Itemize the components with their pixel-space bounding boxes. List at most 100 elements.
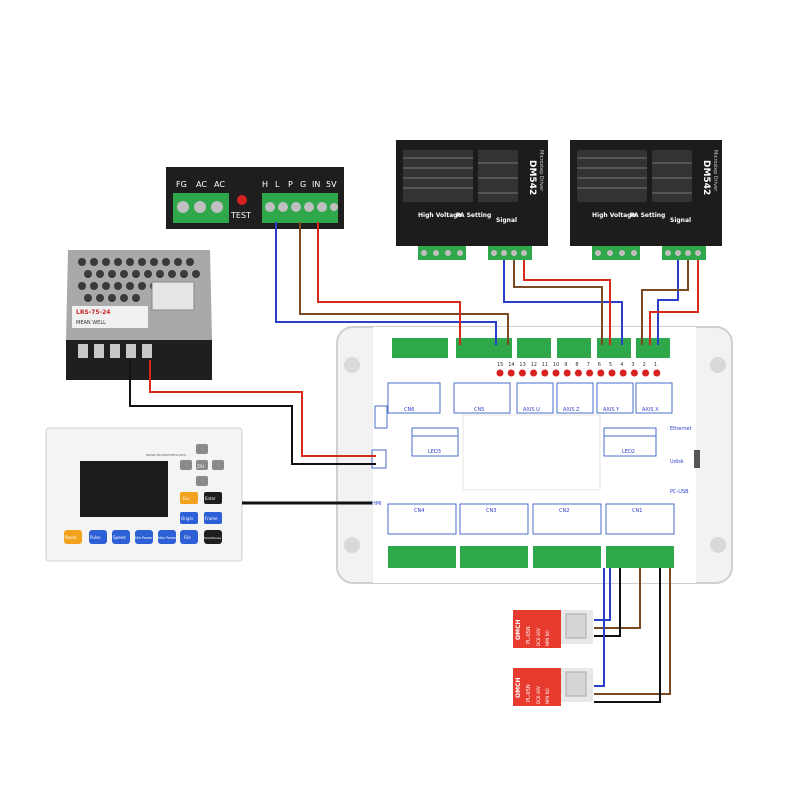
sensor1-line2: NPN NO xyxy=(545,630,550,646)
stepper-driver-1: DM542 Microstep Driver High Voltage PA S… xyxy=(396,140,548,260)
wire-s1-blue xyxy=(594,568,611,621)
driver1-brand: Microstep Driver xyxy=(538,150,544,192)
zu-button[interactable] xyxy=(196,460,208,470)
driver2-pa-label: PA Setting xyxy=(630,212,665,219)
label-cn3: CN3 xyxy=(486,508,496,514)
driver2-signal-label: Signal xyxy=(670,217,691,224)
sensor2-brand: OMCH xyxy=(515,678,522,699)
label-axis-y: AXIS Y xyxy=(603,407,620,413)
wire-d2-red xyxy=(649,260,699,345)
label-led2: LED2 xyxy=(622,449,635,455)
label-axis-x: AXIS X xyxy=(642,407,659,413)
terminal-number: 12 xyxy=(531,362,537,368)
esc-label: Esc xyxy=(183,496,190,501)
frame-label: Frame xyxy=(205,516,218,521)
proximity-sensor-2: OMCH PL-05N DC6-36V NPN NO xyxy=(513,668,593,706)
esc-button[interactable] xyxy=(180,492,198,504)
status-led xyxy=(597,369,605,377)
wire-s2-blue xyxy=(594,568,605,687)
hmi-url: www.rdcustomers.com xyxy=(146,453,186,457)
terminal-number: 4 xyxy=(620,362,623,368)
label-cn4: CN4 xyxy=(414,508,424,514)
controller-bottom-terminals xyxy=(388,546,674,568)
label-pc-usb: PC-USB xyxy=(670,489,689,495)
hmi-lcd-screen xyxy=(80,461,168,517)
status-led xyxy=(630,369,638,377)
pulse-label: Pulse xyxy=(90,535,101,540)
start-pause-button[interactable] xyxy=(204,530,222,544)
status-led xyxy=(653,369,661,377)
wire-s1-black xyxy=(594,568,621,637)
laser-power-supply: FG AC AC TEST H L P G IN 5V xyxy=(166,167,344,229)
origin-label: Origin xyxy=(181,516,194,521)
label-axis-u: AXIS U xyxy=(523,407,540,413)
status-led xyxy=(496,369,504,377)
terminal-number: 14 xyxy=(508,362,514,368)
arrow-down-button[interactable] xyxy=(196,476,208,486)
driver1-pa-label: PA Setting xyxy=(456,212,491,219)
test-button[interactable] xyxy=(237,195,247,205)
arrow-right-button[interactable] xyxy=(212,460,224,470)
psu-label-h: H xyxy=(262,180,268,189)
min-power-button[interactable] xyxy=(135,530,153,544)
speed-button[interactable] xyxy=(112,530,130,544)
driver1-hv-label: High Voltage xyxy=(418,212,462,219)
reset-label: Reset xyxy=(65,535,77,540)
driver2-brand: Microstep Driver xyxy=(712,150,718,192)
label-hmi: HMI xyxy=(372,501,382,507)
sensor1-line1: DC6-36V xyxy=(536,628,541,646)
wire-d1-brown xyxy=(513,260,603,345)
wire-24v-red xyxy=(149,360,376,457)
label-axis-z: AXIS Z xyxy=(563,407,580,413)
status-led-row xyxy=(496,369,661,377)
hmi-panel: www.rdcustomers.com Z/U Esc Enter Origin… xyxy=(45,427,243,562)
wire-s1-brown xyxy=(594,568,641,629)
status-led xyxy=(608,369,616,377)
wire-d2-brown xyxy=(641,260,689,345)
terminal-number: 10 xyxy=(553,362,559,368)
terminal-number: 11 xyxy=(542,362,548,368)
arrow-left-button[interactable] xyxy=(180,460,192,470)
label-led3: LED3 xyxy=(428,449,441,455)
max-power-button[interactable] xyxy=(158,530,176,544)
status-led xyxy=(574,369,582,377)
label-cn5: CN5 xyxy=(474,407,484,413)
wiring xyxy=(129,222,699,703)
sensor2-line2: NPN NO xyxy=(545,688,550,704)
stepper-driver-2: DM542 Microstep Driver High Voltage PA S… xyxy=(570,140,722,260)
terminal-number: 9 xyxy=(564,362,567,368)
wire-psu-blue xyxy=(275,222,497,345)
status-led xyxy=(552,369,560,377)
terminal-number: 5 xyxy=(609,362,612,368)
status-led xyxy=(619,369,627,377)
psu-model-label: LRS-75-24 xyxy=(76,309,110,316)
psu-label-5v: 5V xyxy=(326,180,337,189)
psu-label-ac1: AC xyxy=(196,180,207,189)
status-led xyxy=(642,369,650,377)
reset-button[interactable] xyxy=(64,530,82,544)
arrow-up-button[interactable] xyxy=(196,444,208,454)
speed-label: Speed xyxy=(113,535,126,540)
frame-button[interactable] xyxy=(204,512,222,524)
origin-button[interactable] xyxy=(180,512,198,524)
file-label: File xyxy=(184,535,191,540)
status-led xyxy=(530,369,538,377)
pulse-button[interactable] xyxy=(89,530,107,544)
wire-s2-brown xyxy=(594,568,671,695)
label-cn2: CN2 xyxy=(559,508,569,514)
max-power-label: Max Power xyxy=(158,536,177,540)
start-pause-label: Start/Pause xyxy=(204,536,221,540)
file-button[interactable] xyxy=(180,530,198,544)
enter-button[interactable] xyxy=(204,492,222,504)
terminal-number: 7 xyxy=(587,362,590,368)
psu-left-terminal xyxy=(173,193,229,223)
label-udisk: Udisk xyxy=(670,459,684,465)
test-label: TEST xyxy=(230,211,251,220)
wire-d1-blue xyxy=(503,260,623,345)
terminal-number: 8 xyxy=(575,362,578,368)
zu-label: Z/U xyxy=(197,464,204,469)
driver1-signal-label: Signal xyxy=(496,217,517,224)
psu-right-terminal xyxy=(262,193,338,223)
